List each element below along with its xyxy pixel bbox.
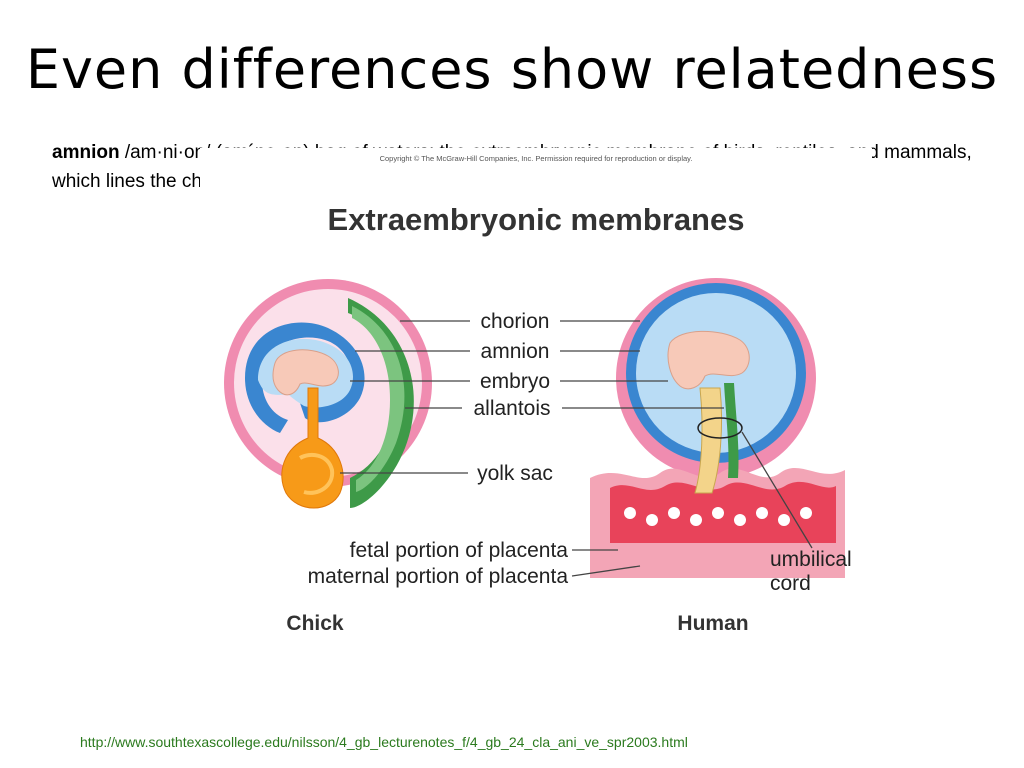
figure-labels: chorion amnion embryo allantois yolk sac…	[286, 310, 851, 635]
membranes-diagram: Copyright © The McGraw-Hill Companies, I…	[224, 154, 852, 635]
label-yolk-sac: yolk sac	[477, 462, 553, 485]
label-cord: cord	[770, 572, 811, 595]
label-allantois: allantois	[473, 397, 550, 420]
label-maternal-placenta: maternal portion of placenta	[308, 565, 569, 588]
human-uterus	[590, 278, 845, 578]
label-chick: Chick	[286, 612, 344, 635]
figure-title: Extraembryonic membranes	[328, 202, 745, 237]
label-embryo: embryo	[480, 370, 550, 393]
slide-title: Even differences show relatedness	[25, 38, 999, 101]
chick-yolk-sac	[281, 387, 344, 509]
leader-lines	[340, 320, 813, 577]
label-amnion: amnion	[481, 340, 550, 363]
label-chorion: chorion	[481, 310, 550, 333]
umbilical-cord-tissue	[694, 387, 723, 494]
copyright-notice: Copyright © The McGraw-Hill Companies, I…	[380, 154, 693, 163]
placenta-villi	[624, 507, 812, 526]
source-link[interactable]: http://www.southtexascollege.edu/nilsson…	[80, 734, 688, 750]
chick-amnion	[245, 322, 365, 433]
chick-yolk-highlight	[298, 452, 335, 495]
cord-cross-section-ring	[697, 417, 743, 439]
human-embryo	[667, 330, 750, 390]
extraembryonic-figure: Copyright © The McGraw-Hill Companies, I…	[200, 148, 872, 648]
human-allantois	[724, 383, 739, 478]
label-umbilical: umbilical	[770, 548, 852, 571]
definition-term: amnion	[52, 142, 120, 163]
label-fetal-placenta: fetal portion of placenta	[350, 539, 569, 562]
label-human: Human	[677, 612, 748, 635]
chick-allantois-inner	[352, 306, 405, 492]
chick-embryo	[272, 349, 339, 396]
